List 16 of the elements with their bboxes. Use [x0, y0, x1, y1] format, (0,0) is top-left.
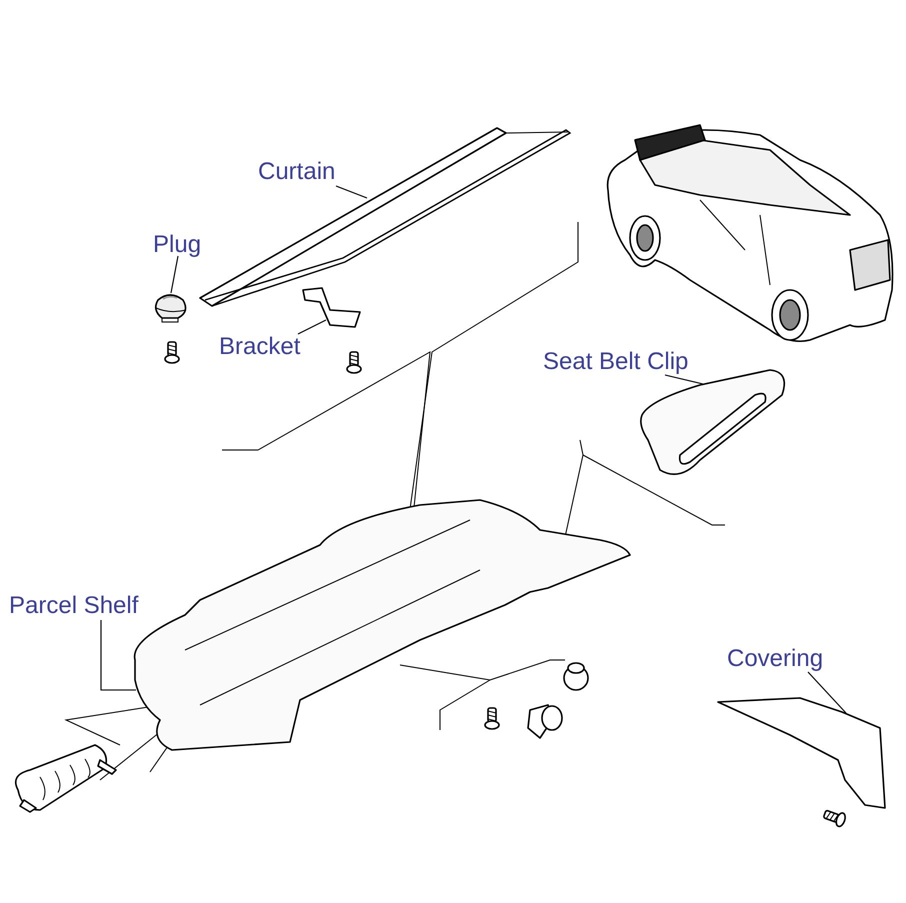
part-drawing — [154, 294, 186, 322]
leader-line — [336, 185, 368, 199]
leader-line — [664, 374, 704, 385]
part-name-label: Curtain — [258, 160, 336, 184]
leader-line — [808, 672, 846, 714]
part-name-label: Seat Belt Clip — [543, 350, 688, 374]
part-name-label: Plug — [153, 233, 202, 257]
part-name-label: Parcel Shelf — [9, 594, 138, 618]
leader-line — [298, 320, 326, 334]
part-name-label: Covering — [727, 647, 824, 671]
leader-line — [170, 256, 179, 294]
part-name-label: Bracket — [219, 335, 300, 359]
leader-line — [100, 620, 136, 691]
part-drawing — [199, 127, 572, 307]
part-drawing — [302, 287, 361, 328]
part-drawing — [717, 697, 886, 809]
